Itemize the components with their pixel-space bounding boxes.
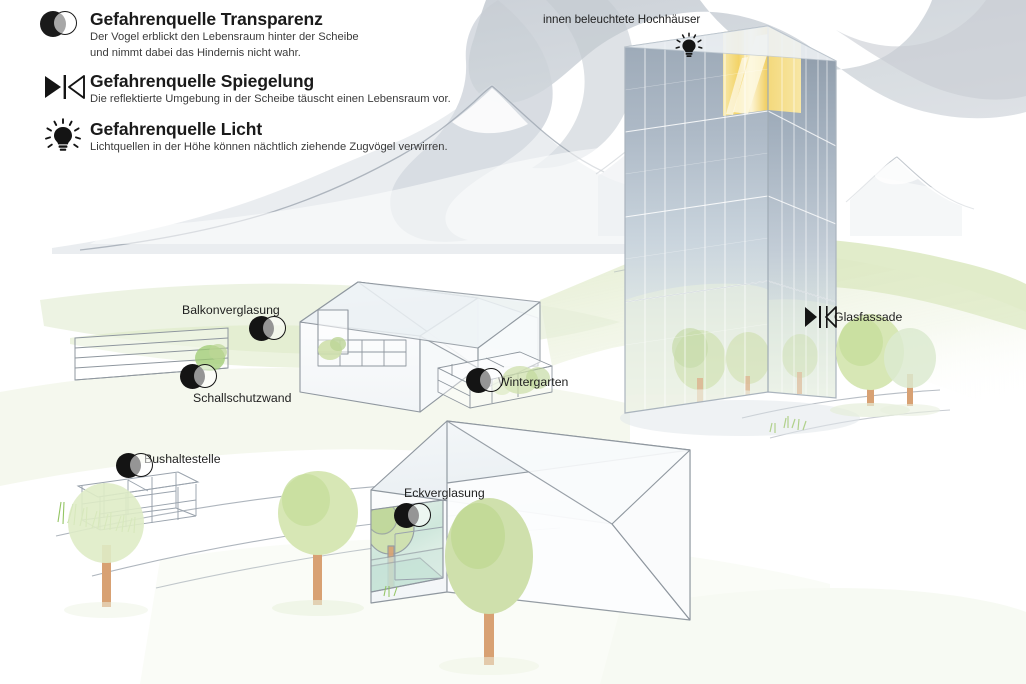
label-wintergarten: Wintergarten [498, 375, 569, 389]
label-balkonverglasung: Balkonverglasung [182, 303, 280, 317]
legend-desc-line-1: Die reflektierte Umgebung in der Scheibe… [90, 93, 451, 105]
light-icon [38, 118, 90, 156]
conservatory-marker[interactable] [466, 368, 506, 394]
legend-item-title: Gefahrenquelle Spiegelung [90, 71, 315, 91]
label-innen-beleuchtete-hochhaeuser: innen beleuchtete Hochhäuser [543, 13, 701, 26]
legend-item-spiegelung: Gefahrenquelle Spiegelung Die reflektier… [38, 70, 508, 108]
corner-glazing-marker[interactable] [394, 503, 434, 529]
glass-facade-marker[interactable] [804, 305, 838, 329]
legend-item-description: Lichtquellen in der Höhe können nächtlic… [90, 140, 508, 156]
tree-group-right [769, 314, 940, 433]
label-schallschutzwand: Schallschutzwand [193, 391, 292, 405]
tree-group-bottom [64, 471, 539, 675]
balcony-glazing-marker[interactable] [249, 316, 289, 342]
legend-item-title: Gefahrenquelle Licht [90, 119, 263, 139]
legend-item-description: Der Vogel erblickt den Lebensraum hinter… [90, 30, 490, 61]
label-glasfassade: Glasfassade [834, 310, 903, 324]
legend-item-title: Gefahrenquelle Transparenz [90, 9, 323, 29]
mirror-icon [805, 306, 837, 328]
noise-barrier-marker[interactable] [180, 364, 220, 390]
legend-item-description: Die reflektierte Umgebung in der Scheibe… [90, 92, 508, 108]
legend-desc-line-1: Lichtquellen in der Höhe können nächtlic… [90, 141, 448, 153]
light-icon [675, 32, 703, 57]
label-eckverglasung: Eckverglasung [404, 486, 485, 500]
legend-item-transparenz: Gefahrenquelle Transparenz Der Vogel erb… [38, 8, 508, 61]
legend-desc-line-2: und nimmt dabei das Hindernis nicht wahr… [90, 46, 301, 59]
mirror-icon [38, 70, 90, 108]
middle-house [299, 281, 553, 413]
legend-item-licht: Gefahrenquelle Licht Lichtquellen in der… [38, 118, 508, 156]
legend: Gefahrenquelle Transparenz Der Vogel erb… [38, 8, 508, 165]
label-bushaltestelle: Bushaltestelle [144, 452, 221, 466]
highrise-light-marker[interactable] [672, 32, 706, 67]
legend-desc-line-1: Der Vogel erblickt den Lebensraum hinter… [90, 31, 359, 43]
bus-stop-marker[interactable] [116, 453, 156, 479]
transparency-icon [38, 8, 90, 46]
highrise-tower [620, 25, 860, 436]
